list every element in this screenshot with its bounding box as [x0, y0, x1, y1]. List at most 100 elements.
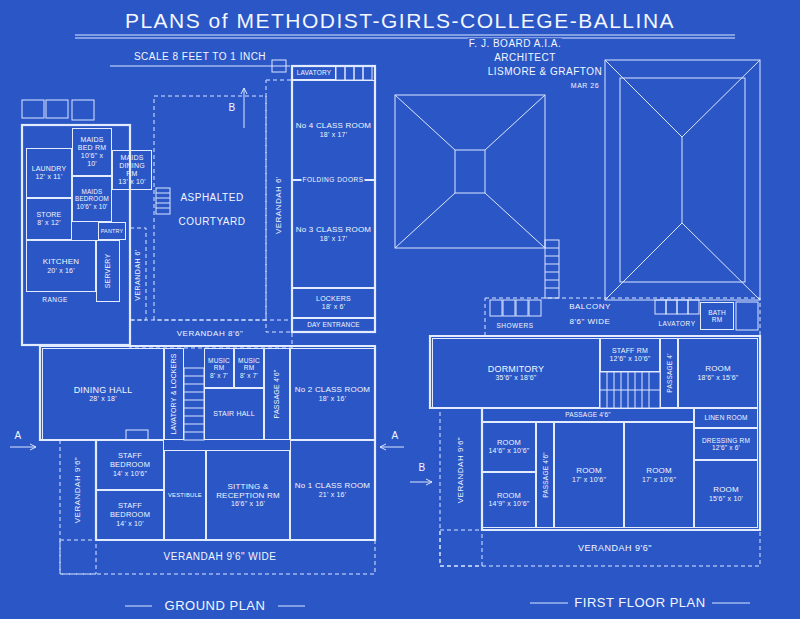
room-dimension: 8' x 7' — [210, 372, 228, 379]
room-box: VESTIBULE — [164, 450, 206, 540]
steps — [545, 240, 559, 298]
room-name: STAFF BEDROOM — [99, 452, 161, 469]
room-label-area: ROOM15'6" x 10' — [695, 461, 757, 527]
room-label-area: PASSAGE 4' — [662, 340, 677, 407]
room-box: STAFF RM12'6" x 10'6" — [600, 338, 660, 372]
roof-outline — [605, 60, 760, 300]
room-dimension: 17' x 10'6" — [642, 476, 676, 484]
plan-label: VERANDAH 6' — [134, 248, 142, 302]
room-name: ROOM — [713, 485, 739, 494]
room-label-area: SITTING & RECEPTION RM16'6" x 16' — [207, 451, 289, 539]
room-box: ROOM18'6" x 15'6" — [678, 338, 758, 408]
room-label-area: ROOM18'6" x 15'6" — [679, 339, 757, 407]
plan-label: A — [13, 430, 22, 442]
room-box: KITCHEN20' x 16' — [26, 240, 96, 292]
room-label-area: MUSIC RM8' x 7' — [205, 349, 233, 387]
room-name: No 1 CLASS ROOM — [295, 481, 370, 490]
room-label-area: PASSAGE 4'6" — [483, 409, 693, 421]
plan-label: B — [417, 462, 426, 474]
room-box: LAVATORY & LOCKERS — [164, 348, 184, 440]
room-name: MAIDS BEDROOM — [75, 188, 109, 202]
room-name: MAIDS BED RM — [75, 136, 109, 152]
room-label-area: PASSAGE 4'6" — [538, 424, 553, 527]
room-name: MAIDS DINING RM — [115, 154, 149, 178]
outbuilding — [22, 100, 44, 118]
plan-label: 8'6" WIDE — [569, 317, 612, 326]
room-name: No 3 CLASS ROOM — [296, 225, 371, 234]
room-label-area: No 3 CLASS ROOM18' x 17' — [293, 181, 374, 287]
room-name: PASSAGE 4'6" — [565, 411, 611, 418]
room-label-area: KITCHEN20' x 16' — [27, 241, 95, 291]
room-box: PASSAGE 4' — [660, 338, 678, 408]
room-box: MUSIC RM8' x 7' — [204, 348, 234, 388]
room-dimension: 14' x 10'6" — [113, 470, 147, 478]
plan-label: VERANDAH 9'6" — [456, 436, 465, 504]
room-box: PASSAGE 4'6" — [264, 348, 290, 440]
wc-cubicle — [655, 300, 666, 314]
room-dimension: 12'6" x 6' — [712, 444, 740, 451]
wc-cubicle — [345, 66, 354, 80]
balcony-outline — [485, 298, 760, 336]
outer-wall — [292, 66, 375, 332]
room-label-area: LINEN ROOM — [695, 409, 757, 427]
verandah-outline — [60, 440, 96, 574]
room-name: STAFF RM — [612, 347, 648, 355]
outbuilding — [46, 100, 68, 118]
room-name: SITTING & RECEPTION RM — [209, 482, 287, 500]
staircase — [184, 376, 204, 432]
plan-label: FOLDING DOORS — [301, 176, 364, 183]
plan-label: COURTYARD — [178, 216, 247, 228]
plan-label: VERANDAH 9'6" WIDE — [163, 551, 278, 563]
shower-cubicle — [503, 300, 515, 316]
room-dimension: 14'9" x 10'6" — [489, 500, 530, 508]
verandah-outline — [130, 320, 292, 348]
wc-cubicle — [666, 300, 677, 314]
room-label-area: ROOM14'9" x 10'6" — [483, 473, 535, 527]
room-name: STAIR HALL — [213, 410, 255, 418]
room-dimension: 10'6" x 10' — [77, 203, 108, 210]
room-dimension: 18' x 17' — [320, 131, 347, 139]
room-box: DRESSING RM12'6" x 6' — [694, 428, 758, 460]
room-box: BATH RM — [700, 302, 734, 330]
room-dimension: 14'6" x 10'6" — [489, 447, 530, 455]
shower-cubicle — [490, 300, 502, 316]
room-name: ROOM — [646, 466, 672, 475]
room-box: LINEN ROOM — [694, 408, 758, 428]
room-dimension: 8' x 12' — [37, 219, 60, 227]
room-name: DAY ENTRANCE — [307, 321, 360, 328]
room-label-area: STAFF RM12'6" x 10'6" — [601, 339, 659, 371]
caption-rule — [712, 603, 750, 604]
room-box: STORE8' x 12' — [26, 198, 72, 240]
room-label-area: LAUNDRY12' x 11' — [27, 149, 71, 197]
room-dimension: 20' x 16' — [47, 267, 74, 275]
plan-label: GROUND PLAN — [164, 599, 267, 614]
room-name: LAVATORY — [297, 69, 332, 76]
outer-wall — [22, 125, 130, 345]
room-dimension: 16'6" x 16' — [231, 500, 265, 508]
room-name: STAFF BEDROOM — [99, 502, 161, 519]
room-dimension: 12' x 11' — [36, 173, 63, 181]
room-name: LOCKERS — [316, 295, 351, 303]
room-name: No 4 CLASS ROOM — [296, 121, 371, 130]
room-box: MAIDS DINING RM13' x 10' — [112, 150, 152, 190]
shower-cubicle — [529, 300, 541, 316]
outer-wall — [40, 346, 375, 540]
roof-hip — [395, 95, 545, 248]
outbuilding — [72, 100, 94, 120]
wc-cubicle — [363, 66, 372, 80]
staircase — [600, 372, 660, 408]
title-underline — [75, 38, 735, 39]
scale-underline — [110, 66, 290, 67]
room-label-area: No 4 CLASS ROOM18' x 17' — [293, 81, 374, 179]
courtyard-outline — [154, 96, 266, 320]
room-dimension: 14' x 10' — [116, 520, 143, 528]
room-label-area: STORE8' x 12' — [27, 199, 71, 239]
room-box: MAIDS BED RM10'6" x 10' — [72, 128, 112, 176]
room-box: ROOM17' x 10'6" — [624, 422, 694, 528]
room-dimension: 10'6" x 10' — [75, 152, 109, 168]
verandah-outline — [60, 540, 375, 574]
room-label-area: LAVATORY — [293, 67, 335, 79]
steps — [156, 188, 170, 214]
room-box: No 3 CLASS ROOM18' x 17' — [292, 180, 375, 288]
room-name: DINING HALL — [74, 385, 133, 395]
